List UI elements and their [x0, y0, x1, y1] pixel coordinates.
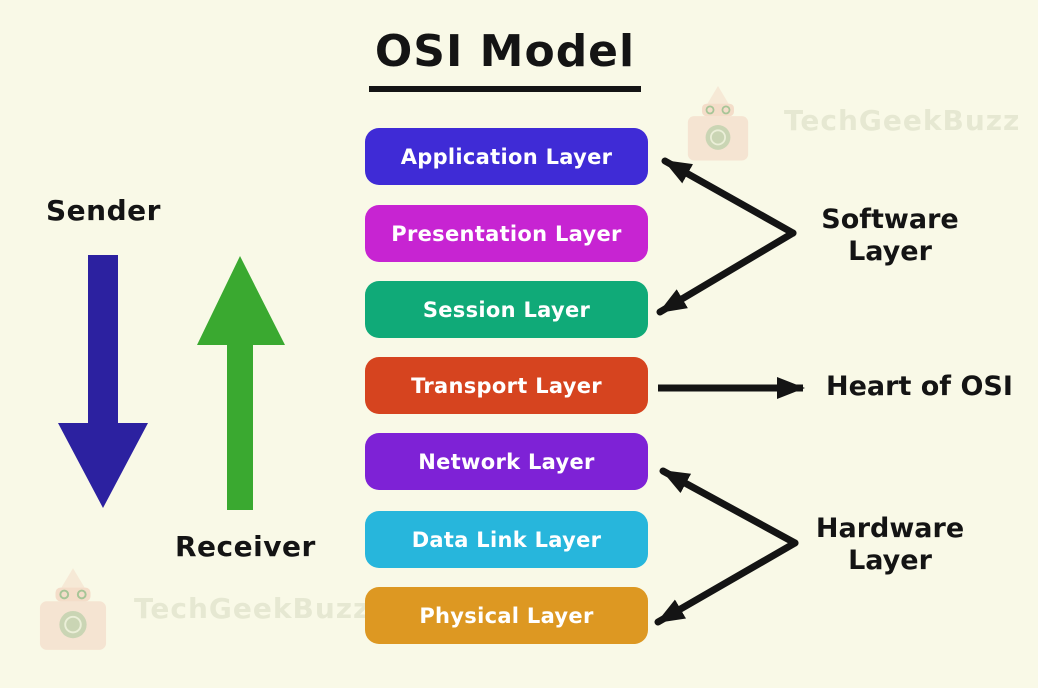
layer-box-transport: Transport Layer — [365, 357, 648, 414]
receiver-label: Receiver — [175, 530, 316, 563]
hardware-layer-label: Hardware Layer — [808, 513, 972, 577]
watermark-top-right: TechGeekBuzz — [686, 86, 1020, 164]
annotation-arrows — [654, 157, 805, 626]
software-layer-label-line1: Software — [821, 204, 959, 235]
layer-box-network: Network Layer — [365, 433, 648, 490]
heart-of-osi-label: Heart of OSI — [826, 371, 1013, 402]
watermark-bottom-left: TechGeekBuzz — [38, 568, 370, 654]
software-layer-label: Software Layer — [808, 204, 972, 268]
layer-box-session: Session Layer — [365, 281, 648, 338]
title-wrap: OSI Model — [355, 26, 655, 92]
layer-label-application: Application Layer — [400, 144, 613, 169]
layer-box-datalink: Data Link Layer — [365, 511, 648, 568]
page-title: OSI Model — [368, 26, 642, 92]
layer-label-datalink: Data Link Layer — [411, 527, 602, 552]
layer-label-transport: Transport Layer — [411, 373, 602, 398]
layer-label-physical: Physical Layer — [419, 603, 594, 628]
software-arrow-bottom — [656, 229, 797, 316]
layer-label-session: Session Layer — [422, 297, 591, 322]
software-layer-label-line2: Layer — [848, 236, 932, 267]
watermark-text: TechGeekBuzz — [134, 592, 371, 625]
watermark-text: TechGeekBuzz — [784, 104, 1021, 137]
receiver-up-arrow-icon — [197, 256, 285, 510]
layer-box-presentation: Presentation Layer — [365, 205, 648, 262]
hardware-layer-label-line1: Hardware — [815, 513, 965, 544]
software-arrow-top — [661, 157, 797, 237]
techgeekbuzz-logo-icon — [687, 86, 749, 161]
layer-label-presentation: Presentation Layer — [391, 221, 622, 246]
sender-down-arrow-icon — [58, 255, 148, 508]
layer-box-application: Application Layer — [365, 128, 648, 185]
hardware-arrow-bottom — [654, 539, 799, 626]
layer-box-physical: Physical Layer — [365, 587, 648, 644]
hardware-arrow-top — [659, 467, 799, 547]
techgeekbuzz-logo-icon — [39, 568, 107, 650]
hardware-layer-label-line2: Layer — [848, 545, 932, 576]
sender-label: Sender — [46, 194, 161, 227]
layer-label-network: Network Layer — [418, 449, 595, 474]
